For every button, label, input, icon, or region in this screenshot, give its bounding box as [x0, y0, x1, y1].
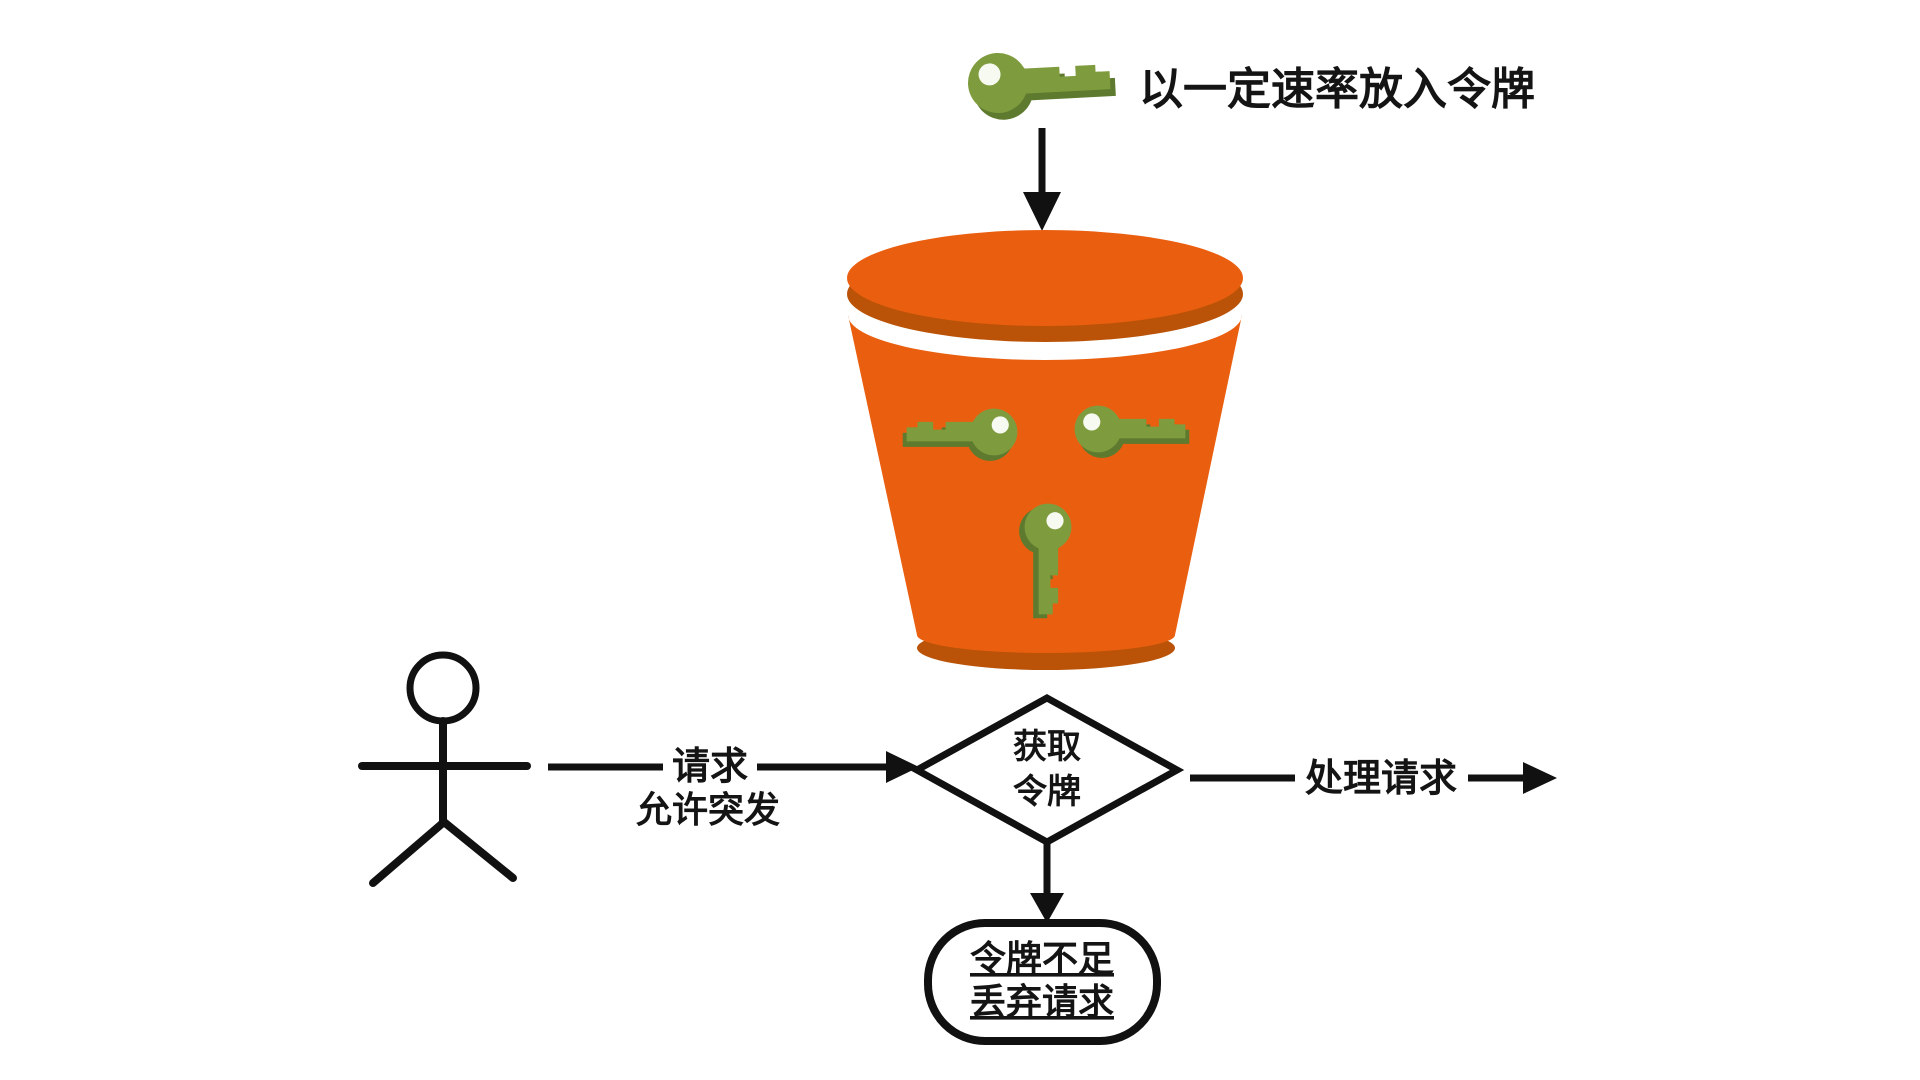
decision-label-line2: 令牌 [1013, 773, 1081, 811]
token-key-icon [966, 46, 1117, 122]
request-label-line1: 请求 [672, 746, 748, 788]
discard-request-node: 令牌不足 丢弃请求 [924, 919, 1161, 1045]
process-label: 处理请求 [1305, 758, 1457, 800]
request-label-line2: 允许突发 [636, 789, 780, 830]
acquire-token-decision: 获取 令牌 [909, 693, 1185, 847]
user-stick-figure-icon [358, 651, 531, 887]
decision-label-line1: 获取 [1013, 728, 1081, 766]
refill-arrow [1023, 128, 1061, 231]
request-arrow [548, 751, 919, 783]
discard-label-line1: 令牌不足 [970, 938, 1114, 979]
reject-arrow [1030, 842, 1064, 923]
token-bucket-icon [847, 230, 1243, 670]
refill-rate-label: 以一定速率放入令牌 [1139, 65, 1535, 114]
process-arrow [1190, 762, 1557, 794]
discard-label-line2: 丢弃请求 [970, 981, 1114, 1022]
